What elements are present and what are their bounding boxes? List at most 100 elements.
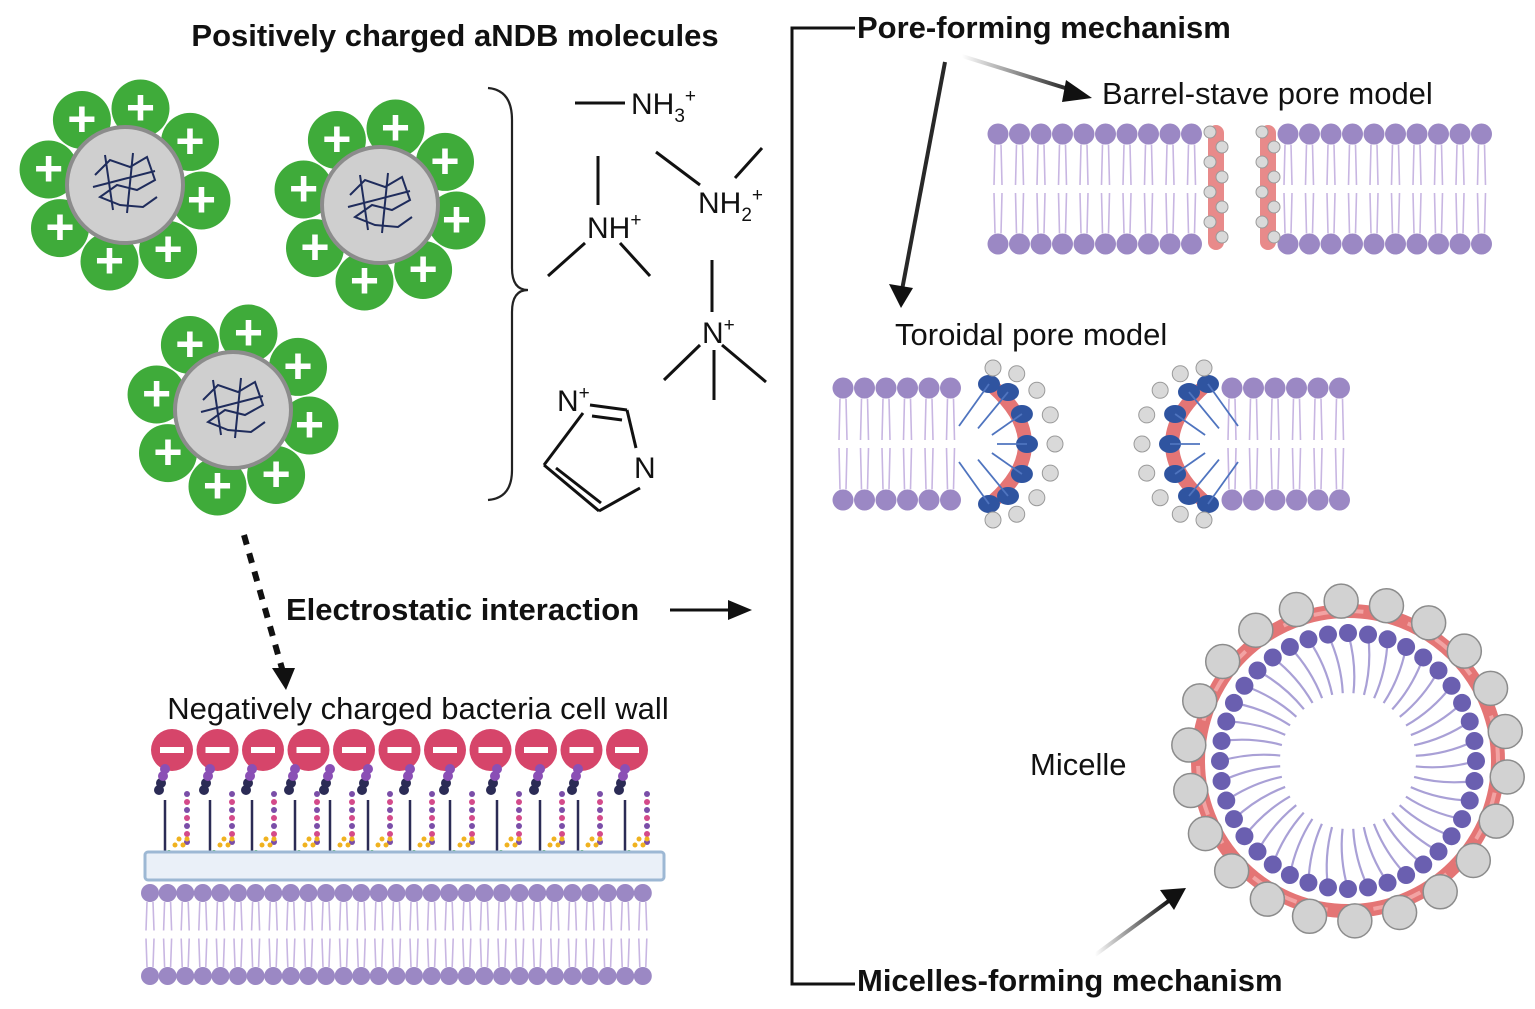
lipid-bilayer — [141, 884, 652, 985]
lipid — [1449, 123, 1471, 255]
lipid — [581, 884, 599, 985]
micelle-label: Micelle — [1030, 747, 1126, 782]
teichoic-acid-strand — [486, 764, 522, 856]
dashed-arrow — [241, 534, 286, 673]
micelle-lipid — [1382, 637, 1416, 704]
nanoparticle-group: ++++++++++++++++++++++++ — [19, 79, 486, 516]
lipid — [1138, 123, 1159, 255]
teichoic-acid-strand — [199, 764, 235, 856]
micelle-lipid — [1398, 804, 1461, 846]
lipid — [1116, 123, 1138, 255]
lipid — [633, 884, 652, 985]
svg-text:+: + — [300, 219, 329, 275]
micelle-peptide-bead — [1446, 633, 1483, 669]
negative-charge-icon — [151, 729, 193, 771]
positive-charge-icon: + — [127, 365, 186, 424]
micelle-peptide-bead — [1171, 727, 1207, 763]
svg-text:+: + — [442, 191, 471, 247]
lipid — [299, 884, 318, 985]
micelle-lipid — [1352, 828, 1378, 897]
micelle-peptide-bead — [1213, 853, 1250, 889]
micelle-lipid — [1217, 712, 1286, 736]
micelle-lipid — [1318, 625, 1344, 694]
svg-text:N: N — [634, 452, 656, 485]
lipid — [334, 884, 353, 985]
micelle-lipid — [1410, 693, 1472, 737]
lipid — [832, 377, 854, 511]
micelle-peptide-bead — [1238, 612, 1274, 648]
lipid — [1009, 123, 1030, 255]
toroidal-pore-lining — [1133, 359, 1239, 529]
micelle-lipid — [1410, 786, 1479, 810]
lipid — [457, 884, 476, 985]
micelle-lipid — [1391, 812, 1448, 861]
lipid — [141, 884, 159, 985]
lipid — [545, 884, 564, 985]
lipid — [918, 377, 940, 511]
barrel-label: Barrel-stave pore model — [1102, 76, 1433, 111]
lipid — [1052, 123, 1073, 255]
micelle-peptide-bead — [1489, 759, 1525, 795]
micelle-peptide-bead — [1204, 643, 1241, 680]
lipid — [229, 884, 247, 985]
micelle-lipid — [1224, 693, 1291, 727]
lipid — [940, 377, 961, 511]
dashed-arrow-head — [272, 668, 295, 690]
cell-membrane-bilayer — [141, 884, 652, 985]
peptidoglycan-layer — [143, 850, 666, 882]
lipid — [317, 884, 335, 985]
svg-text:+: + — [45, 199, 74, 255]
positive-charge-icon: + — [19, 140, 78, 199]
lipid — [369, 884, 388, 985]
lipid — [1406, 123, 1428, 255]
svg-text:+: + — [153, 424, 182, 480]
lipid — [616, 884, 635, 985]
svg-text:N+: N+ — [557, 383, 590, 418]
mechanism-bracket — [790, 26, 855, 986]
micelle-peptide-bead — [1455, 842, 1492, 879]
svg-text:+: + — [430, 133, 459, 189]
micelle-peptide-bead — [1478, 803, 1515, 839]
micelle-lipid — [1299, 630, 1334, 696]
toroidal-arrow-head — [889, 284, 913, 308]
micelle-peptide-bead — [1487, 713, 1524, 750]
lipid — [1221, 377, 1243, 511]
peptide-stave — [1203, 125, 1229, 250]
toroidal-label: Toroidal pore model — [895, 317, 1167, 352]
lipid — [264, 884, 283, 985]
teichoic-acid-strand — [284, 764, 320, 856]
svg-text:+: + — [283, 338, 312, 394]
lipid — [1286, 377, 1307, 511]
lipid — [987, 123, 1009, 255]
lipid — [158, 884, 177, 985]
barrel-arrow — [961, 54, 1079, 94]
negative-charge-icon — [333, 729, 375, 771]
negative-charge-icon — [469, 729, 512, 771]
lipid — [1385, 123, 1406, 255]
svg-text:+: + — [34, 141, 63, 197]
micelle-lipid — [1211, 752, 1281, 770]
teichoic-acid-strand — [154, 764, 190, 856]
lipid — [1243, 377, 1264, 511]
molecules-title: Positively charged aNDB molecules — [191, 18, 718, 53]
lipid — [1181, 123, 1202, 255]
negative-charge-icon — [196, 729, 239, 771]
lipid-bilayer — [1221, 377, 1350, 511]
micelle-peptide-bead — [1422, 874, 1458, 910]
svg-text:+: + — [142, 366, 171, 422]
nanoparticle-core — [173, 350, 293, 470]
lipid — [387, 884, 406, 985]
lipid — [1329, 377, 1350, 511]
lipid — [475, 884, 494, 985]
lipid — [422, 884, 441, 985]
pore-mechanism-label: Pore-forming mechanism — [857, 10, 1231, 45]
micelle-peptide-bead — [1381, 894, 1418, 931]
polymer-network-icon — [92, 152, 158, 214]
lipid — [875, 377, 897, 511]
micelle-lipid — [1405, 795, 1472, 829]
lipid-bilayer — [987, 123, 1202, 255]
positive-charge-icon: + — [366, 99, 425, 158]
curly-brace — [487, 86, 529, 502]
micelle-lipid — [1235, 676, 1298, 718]
micelle-lipid — [1372, 823, 1416, 885]
